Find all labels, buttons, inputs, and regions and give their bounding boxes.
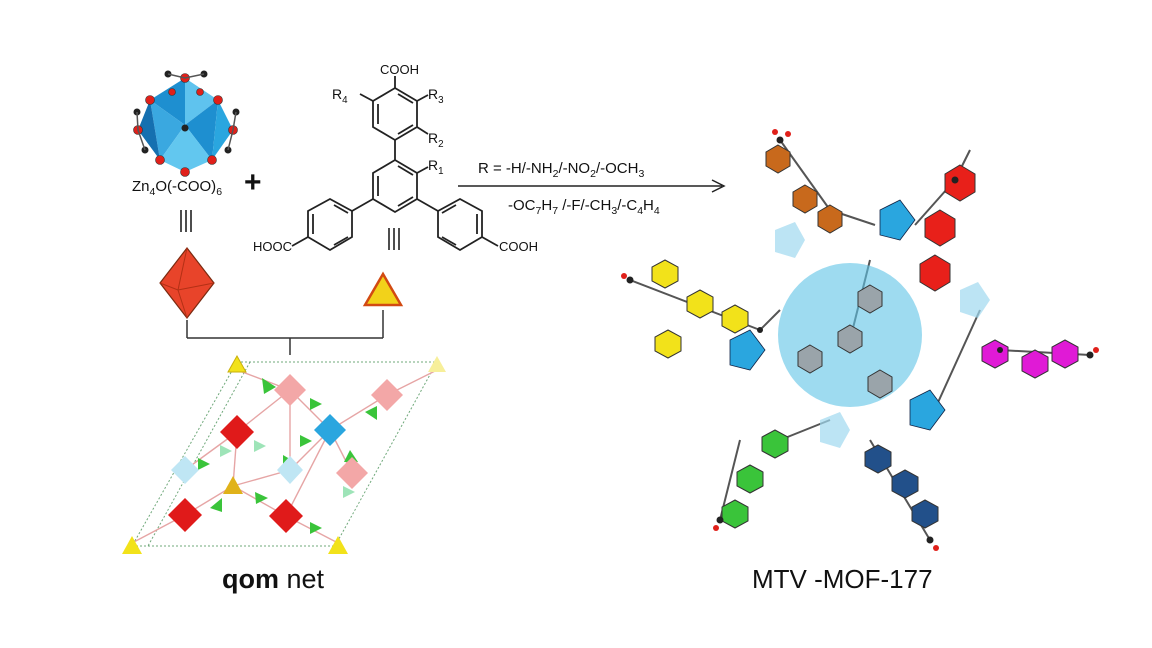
- qom-net-diagram: [122, 354, 446, 554]
- octahedron-icon: [159, 247, 215, 319]
- combination-bracket: [186, 310, 384, 355]
- cluster-formula: Zn4O(-COO)6: [132, 178, 223, 198]
- mtv-mof-177-label: MTV -MOF-177: [752, 564, 933, 594]
- linker-r1: R1: [428, 157, 444, 177]
- zn4o-cluster-icon: [133, 70, 240, 177]
- equivalence-symbol-left: [180, 210, 192, 232]
- reaction-substituents-line1: R = -H/-NH2/-NO2/-OCH3: [478, 160, 645, 180]
- reaction-substituents-line2: -OC7H7 /-F/-CH3/-C4H4: [508, 197, 660, 217]
- linker-r3: R3: [428, 86, 444, 106]
- linker-cooh-left: HOOC: [253, 239, 292, 254]
- linker-cooh-right: COOH: [499, 239, 538, 254]
- mtv-mof-177-structure: [621, 129, 1099, 551]
- linker-r4: R4: [332, 86, 348, 106]
- plus-sign: +: [244, 166, 262, 199]
- triangle-icon: [362, 271, 404, 307]
- qom-net-label: qom net: [222, 564, 325, 594]
- linker-r2: R2: [428, 130, 444, 150]
- linker-cooh-top: COOH: [380, 62, 419, 77]
- reaction-arrow: [458, 179, 726, 193]
- equivalence-symbol-right: [388, 228, 400, 250]
- btb-linker-structure: [291, 76, 499, 252]
